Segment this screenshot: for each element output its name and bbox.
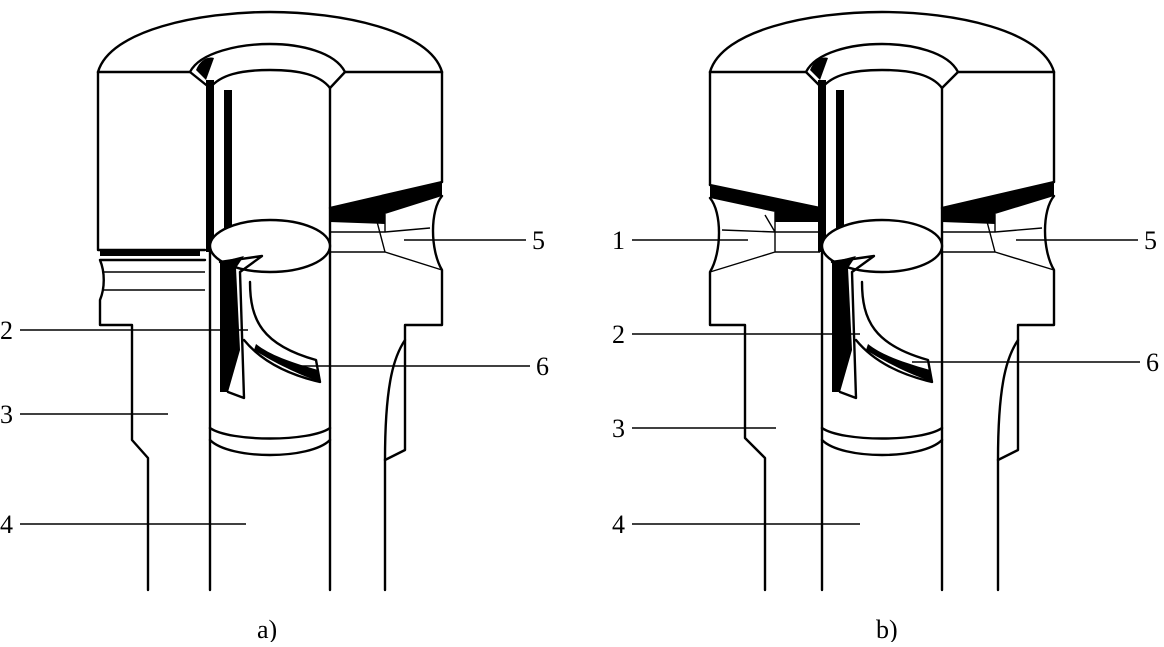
panel-a-left-flange [98,258,207,592]
panel-a-vane-dark [220,256,244,392]
panel-a-rail [206,80,232,252]
panel-a-left-seal-band [100,250,200,256]
panel-a-label-5: 5 [532,226,545,255]
panel-b-rail [818,80,844,252]
panel-b-left-throat [708,183,822,592]
panel-a-cap-left-wall [96,70,207,252]
panel-b-vane-blade [866,344,932,382]
panel-a-left-flange-lines [104,271,205,291]
panel-a-cap-opening [188,42,347,90]
panel-b-label-4: 4 [612,510,625,539]
panel-a: 2 3 4 5 6 a) [0,10,549,644]
panel-b-cap-seal [810,57,828,80]
panel-a-cap-seal [196,57,214,80]
panel-b-vane-dark [832,256,856,392]
panel-b-label-1: 1 [612,226,625,255]
panel-b-label-6: 6 [1146,348,1159,377]
panel-b-label-2: 2 [612,320,625,349]
panel-a-label-6: 6 [536,352,549,381]
panel-b-cap-dome [708,10,1056,74]
panel-b: 1 2 3 4 5 6 b) [612,10,1159,644]
panel-a-label-4: 4 [0,510,13,539]
panel-b-label-3: 3 [612,414,625,443]
panel-a-label-3: 3 [0,400,13,429]
panel-b-right-seal-wedge [942,182,1054,224]
panel-b-tube-ring [820,426,944,457]
panel-a-vane [218,254,322,400]
panel-b-left-vanes [709,212,820,273]
panel-b-right-vanes [942,213,1055,271]
panel-b-left-seal-wedge [710,185,820,222]
panel-b-label-5: 5 [1144,226,1157,255]
panel-a-vane-blade [254,344,320,382]
panel-b-right-throat [940,180,1056,592]
panel-a-right-seal-wedge [330,182,442,224]
panel-a-right-inner-wall [383,338,407,462]
panel-a-right-throat [328,180,444,592]
panel-a-cap-dome [96,10,444,74]
panel-a-tube-ring [208,426,332,457]
panel-b-caption: b) [876,615,898,642]
panel-b-cap-opening [804,42,960,90]
panel-a-label-2: 2 [0,316,13,345]
panel-b-right-inner-wall [996,338,1020,462]
panel-a-right-vanes [330,213,443,271]
panel-a-caption: a) [257,615,277,642]
panel-b-vane [830,254,934,400]
